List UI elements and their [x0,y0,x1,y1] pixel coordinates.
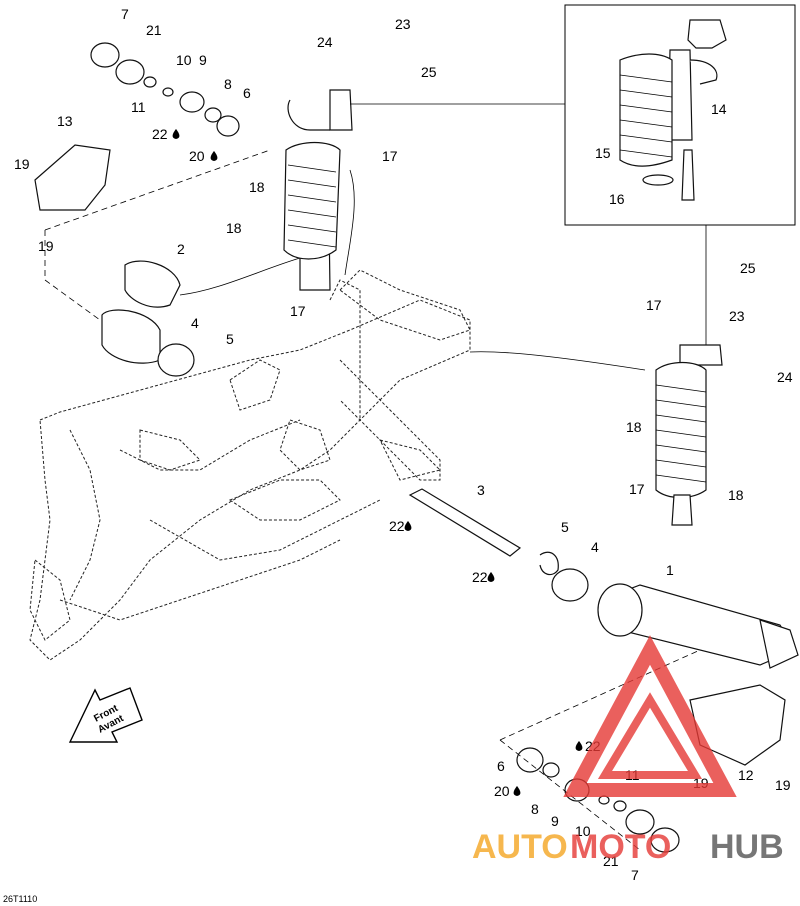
callout-10-bottom: 10 [575,823,591,839]
callout-6-bottom: 6 [497,758,505,774]
callout-1: 1 [666,562,674,578]
callout-14: 14 [711,101,727,117]
callout-19-a: 19 [14,156,30,172]
callout-4-left: 4 [191,315,199,331]
watermark-logo: AUTO MOTO HUB [472,635,784,866]
callout-labels: 7 21 10 9 8 6 11 22 20 13 19 19 2 4 5 23… [14,6,793,883]
callout-21-bottom: 21 [603,853,619,869]
callout-17-b: 17 [290,303,306,319]
rear-shock-absorber-left [283,89,353,291]
callout-18-b: 18 [226,220,242,236]
callout-22-b: 22 [389,518,405,534]
callout-13: 13 [57,113,73,129]
watermark-word-moto: MOTO [570,828,671,866]
callout-5-right: 5 [561,519,569,535]
callout-23-right: 23 [729,308,745,324]
callout-25-top: 25 [421,64,437,80]
reference-code: 26T1110 [3,894,37,904]
callout-21-top: 21 [146,22,162,38]
callout-18-d: 18 [728,487,744,503]
callout-8-top: 8 [224,76,232,92]
callout-5-left: 5 [226,331,234,347]
watermark-triangle-inner [597,692,703,779]
callout-19-b: 19 [38,238,54,254]
callout-7-bottom: 7 [631,867,639,883]
callout-6-top: 6 [243,85,251,101]
callout-9-top: 9 [199,52,207,68]
watermark-word-auto: AUTO [472,828,568,866]
watermark-triangle-outer [563,635,737,797]
callout-8-bottom: 8 [531,801,539,817]
oil-drop-icon [172,129,583,796]
callout-24-top: 24 [317,34,333,50]
callout-3: 3 [477,482,485,498]
watermark-word-hub: HUB [710,828,784,866]
callout-20-bottom: 20 [494,783,510,799]
callout-20-top: 20 [189,148,205,164]
callout-11-top: 11 [131,99,146,115]
swing-arm [597,583,799,669]
callout-16: 16 [609,191,625,207]
callout-7-top: 7 [121,6,129,22]
callout-17-a: 17 [382,148,398,164]
pivot-shaft [408,488,522,557]
rear-shock-absorber-right [655,344,723,526]
skid-guard-left [34,144,111,211]
bearing-cluster-left [90,42,240,377]
callout-22-a: 22 [152,126,168,142]
shock-detail-inset [564,4,796,226]
callout-2: 2 [177,241,185,257]
callout-17-d: 17 [629,481,645,497]
callout-17-c: 17 [646,297,662,313]
callout-15: 15 [595,145,611,161]
callout-12: 12 [738,767,754,783]
callout-22-c: 22 [472,569,488,585]
callout-24-right: 24 [777,369,793,385]
callout-4-right: 4 [591,539,599,555]
callout-10-top: 10 [176,52,192,68]
callout-9-bottom: 9 [551,813,559,829]
callout-18-a: 18 [249,179,265,195]
callout-23-top: 23 [395,16,411,32]
vehicle-frame [29,269,471,661]
callout-19-d: 19 [775,777,791,793]
callout-25-right: 25 [740,260,756,276]
callout-18-c: 18 [626,419,642,435]
front-arrow-icon: Front Avant [68,687,143,743]
